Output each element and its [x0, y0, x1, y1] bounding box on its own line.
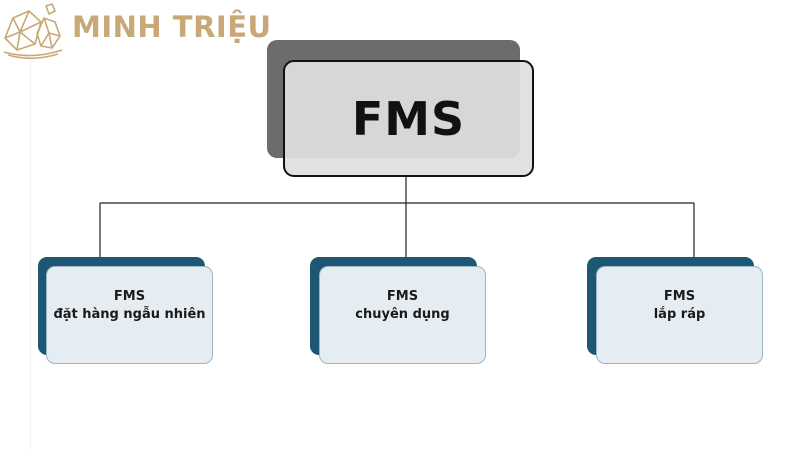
child-node-3-title: FMS: [663, 289, 696, 304]
child-node-1[interactable]: FMS đặt hàng ngẫu nhiên: [46, 266, 213, 364]
child-node-1-title: FMS: [113, 289, 146, 304]
child-node-2-subtitle: chuyên dụng: [355, 307, 450, 322]
child-node-2-title: FMS: [386, 289, 419, 304]
crystal-gem-icon: [3, 3, 63, 60]
child-node-3-subtitle: lắp ráp: [653, 307, 706, 322]
root-node[interactable]: FMS: [283, 60, 534, 177]
brand-name: MINH TRIỆU: [72, 10, 272, 44]
left-guide-line: [30, 60, 31, 450]
brand-logo[interactable]: MINH TRIỆU: [0, 0, 290, 62]
child-node-3[interactable]: FMS lắp ráp: [596, 266, 763, 364]
root-node-label: FMS: [351, 91, 466, 146]
child-node-2[interactable]: FMS chuyên dụng: [319, 266, 486, 364]
child-node-1-subtitle: đặt hàng ngẫu nhiên: [53, 307, 206, 322]
